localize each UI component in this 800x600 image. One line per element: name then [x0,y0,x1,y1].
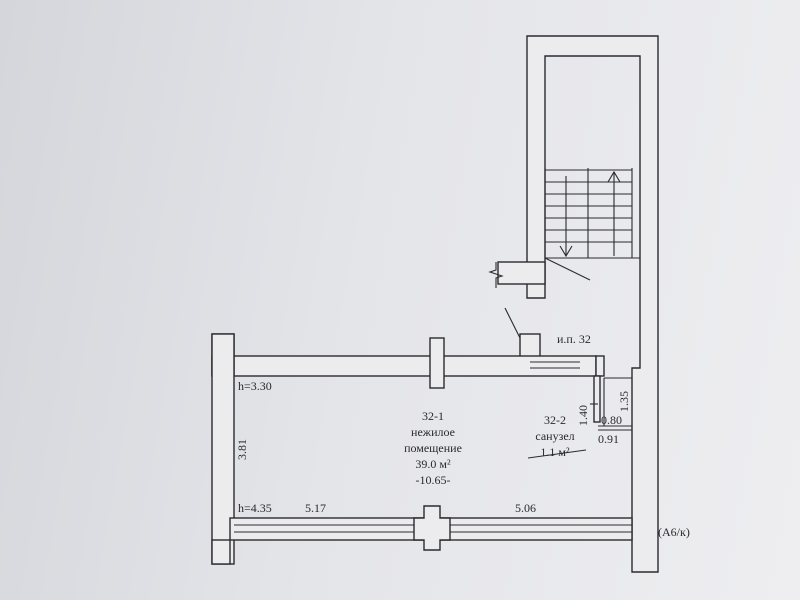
room1-name-line2: помещение [404,441,462,455]
main-room-walls [211,333,633,565]
sanuzel-width-a: 0.80 [601,413,622,427]
room1-number: 32-1 [422,409,444,423]
stair-treads [544,168,633,281]
room1-area: 39.0 м² [415,457,451,471]
height-bottom-label: h=4.35 [238,501,272,515]
left-width-dimension: 3.81 [235,439,249,460]
sanuzel-side-dimension: 1.40 [576,405,590,426]
bottom-left-dimension: 5.17 [305,501,326,515]
room-32-2-label: 32-2 санузел 1.1 м² [535,413,574,459]
height-top-label: h=3.30 [238,379,272,393]
room2-area: 1.1 м² [540,445,570,459]
stair-landing-label: и.п. 32 [557,332,591,346]
room1-perimeter: -10.65- [416,473,451,487]
sanuzel-right-dimension: 1.35 [617,391,631,412]
room1-name-line1: нежилое [411,425,455,439]
sheet-code: (А6/к) [658,525,690,539]
stair-door [504,307,541,361]
wall-break-symbol [488,262,504,288]
sanuzel-partitions [527,375,632,459]
room2-name: санузел [535,429,574,443]
sanuzel-width-b: 0.91 [598,432,619,446]
room2-number: 32-2 [544,413,566,427]
room-32-1-label: 32-1 нежилое помещение 39.0 м² -10.65- [404,409,462,487]
stairwell-walls [497,35,659,573]
bottom-right-dimension: 5.06 [515,501,536,515]
